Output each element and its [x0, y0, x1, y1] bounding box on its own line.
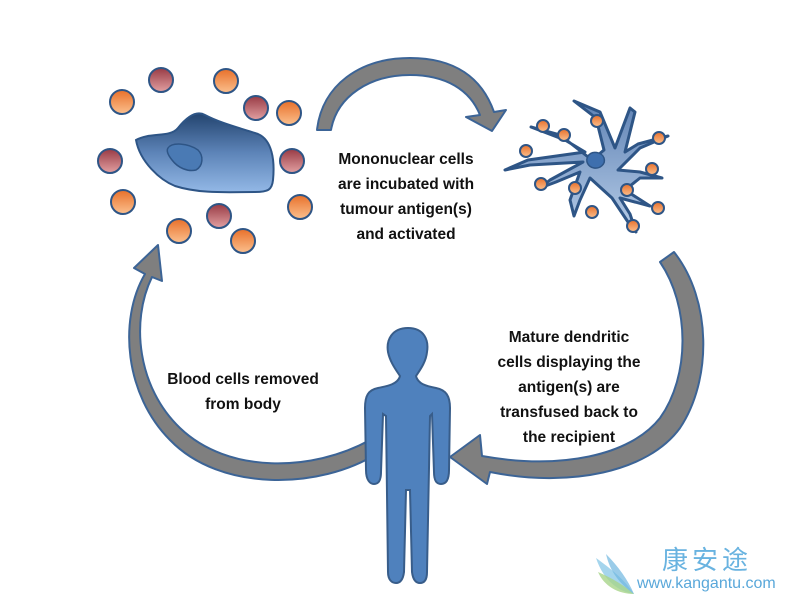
dendritic-cell	[503, 99, 670, 234]
step-label-removal: Blood cells removed from body	[150, 367, 336, 417]
label-line: are incubated with	[337, 176, 475, 193]
cell-nucleus	[166, 143, 203, 172]
label-line: Blood cells removed	[167, 371, 319, 388]
dendritic-antigens	[519, 114, 666, 233]
label-line: tumour antigen(s)	[340, 201, 472, 218]
step-label-incubation: Mononuclear cells are incubated with tum…	[318, 147, 494, 247]
label-line: Mature dendritic	[508, 329, 630, 346]
label-line: the recipient	[522, 429, 616, 446]
label-line: transfused back to	[500, 404, 638, 421]
step-label-transfusion: Mature dendritic cells displaying the an…	[486, 325, 652, 450]
human-figure	[363, 326, 452, 585]
arrow-top	[316, 57, 507, 132]
watermark-url: www.kangantu.com	[637, 575, 776, 592]
watermark-chinese: 康安途	[662, 546, 753, 576]
dendritic-nucleus	[586, 151, 606, 169]
label-line: Mononuclear cells	[338, 151, 474, 168]
antigen-particles	[97, 67, 313, 254]
mononuclear-cell	[134, 112, 275, 194]
blood-cells-group	[97, 67, 313, 254]
watermark-logo-icon	[596, 554, 634, 594]
label-line: cells displaying the	[497, 354, 641, 371]
label-line: and activated	[356, 226, 456, 243]
arrow-left	[128, 244, 379, 481]
label-line: antigen(s) are	[518, 379, 620, 396]
label-line: from body	[205, 396, 281, 413]
